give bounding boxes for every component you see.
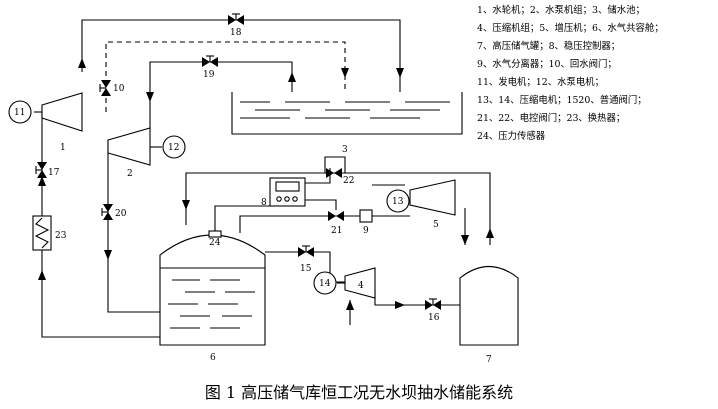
separator-9	[359, 209, 373, 223]
label-6: 6	[210, 353, 216, 363]
motor-13	[386, 189, 410, 213]
label-22: 22	[343, 176, 354, 186]
label-20: 20	[115, 209, 127, 219]
legend-line: 9、水气分离器；10、回水阀门；	[477, 58, 617, 70]
figure-caption: 图 1 高压储气库恒工况无水坝抽水储能系统	[205, 383, 513, 402]
reservoir-3	[231, 92, 463, 135]
label-10: 10	[113, 84, 125, 94]
label-21: 21	[331, 226, 342, 236]
label-23: 23	[55, 231, 67, 241]
valves	[35, 13, 441, 310]
pump-2	[107, 127, 162, 166]
label-8: 8	[261, 198, 267, 208]
valve-21	[328, 211, 344, 221]
pipes	[41, 19, 491, 338]
valve-15	[298, 245, 314, 257]
legend-line: 7、高压储气罐；8、稳压控制器；	[477, 40, 620, 52]
label-16: 16	[428, 313, 440, 323]
legend-line: 21、22、电控阀门；23、换热器；	[477, 112, 625, 124]
pump-motor-12	[162, 135, 186, 159]
booster-5	[409, 179, 456, 216]
label-18: 18	[230, 28, 242, 38]
hp-tank-7	[459, 266, 519, 346]
flow-arrows	[38, 58, 494, 310]
generator-11	[8, 100, 32, 124]
valve-22	[326, 168, 342, 178]
turbine-1	[34, 92, 83, 132]
label-5: 5	[433, 220, 439, 230]
label-3: 3	[342, 145, 348, 155]
controller-8	[269, 177, 306, 207]
motor-14	[313, 271, 337, 295]
valve-18	[228, 13, 244, 25]
label-11: 11	[14, 108, 25, 118]
label-24: 24	[209, 238, 221, 248]
tank-6	[159, 234, 266, 346]
label-1: 1	[60, 143, 66, 153]
valve-10	[99, 80, 111, 96]
legend-line: 1、水轮机；2、水泵机组；3、储水池；	[477, 4, 645, 16]
label-14: 14	[319, 279, 331, 289]
valve-16	[425, 298, 441, 310]
label-2: 2	[127, 169, 133, 179]
label-4: 4	[358, 281, 364, 291]
valve-19	[202, 55, 218, 67]
label-7: 7	[486, 355, 492, 365]
label-9: 9	[363, 226, 369, 236]
legend: 1、水轮机；2、水泵机组；3、储水池； 4、压缩机组；5、增压机；6、水气共容舱…	[477, 4, 664, 142]
legend-line: 4、压缩机组；5、增压机；6、水气共容舱；	[477, 22, 664, 34]
label-19: 19	[203, 70, 215, 80]
compressor-4	[337, 267, 376, 299]
heat-exchanger-23	[32, 215, 52, 251]
label-15: 15	[300, 264, 312, 274]
component-labels: 1 2 3 4 5 6 7 8 9 10 11 12 13 14 15 16 1…	[14, 28, 492, 365]
valve-20	[101, 204, 113, 220]
pressure-sensor-24	[208, 230, 222, 238]
valve-17	[35, 162, 47, 178]
label-13: 13	[392, 197, 404, 207]
legend-line: 11、发电机；12、水泵电机；	[477, 76, 604, 88]
label-17: 17	[48, 168, 60, 178]
legend-line: 13、14、压缩电机；1520、普通阀门；	[477, 94, 647, 106]
label-12: 12	[168, 143, 179, 153]
legend-line: 24、压力传感器	[477, 130, 546, 142]
